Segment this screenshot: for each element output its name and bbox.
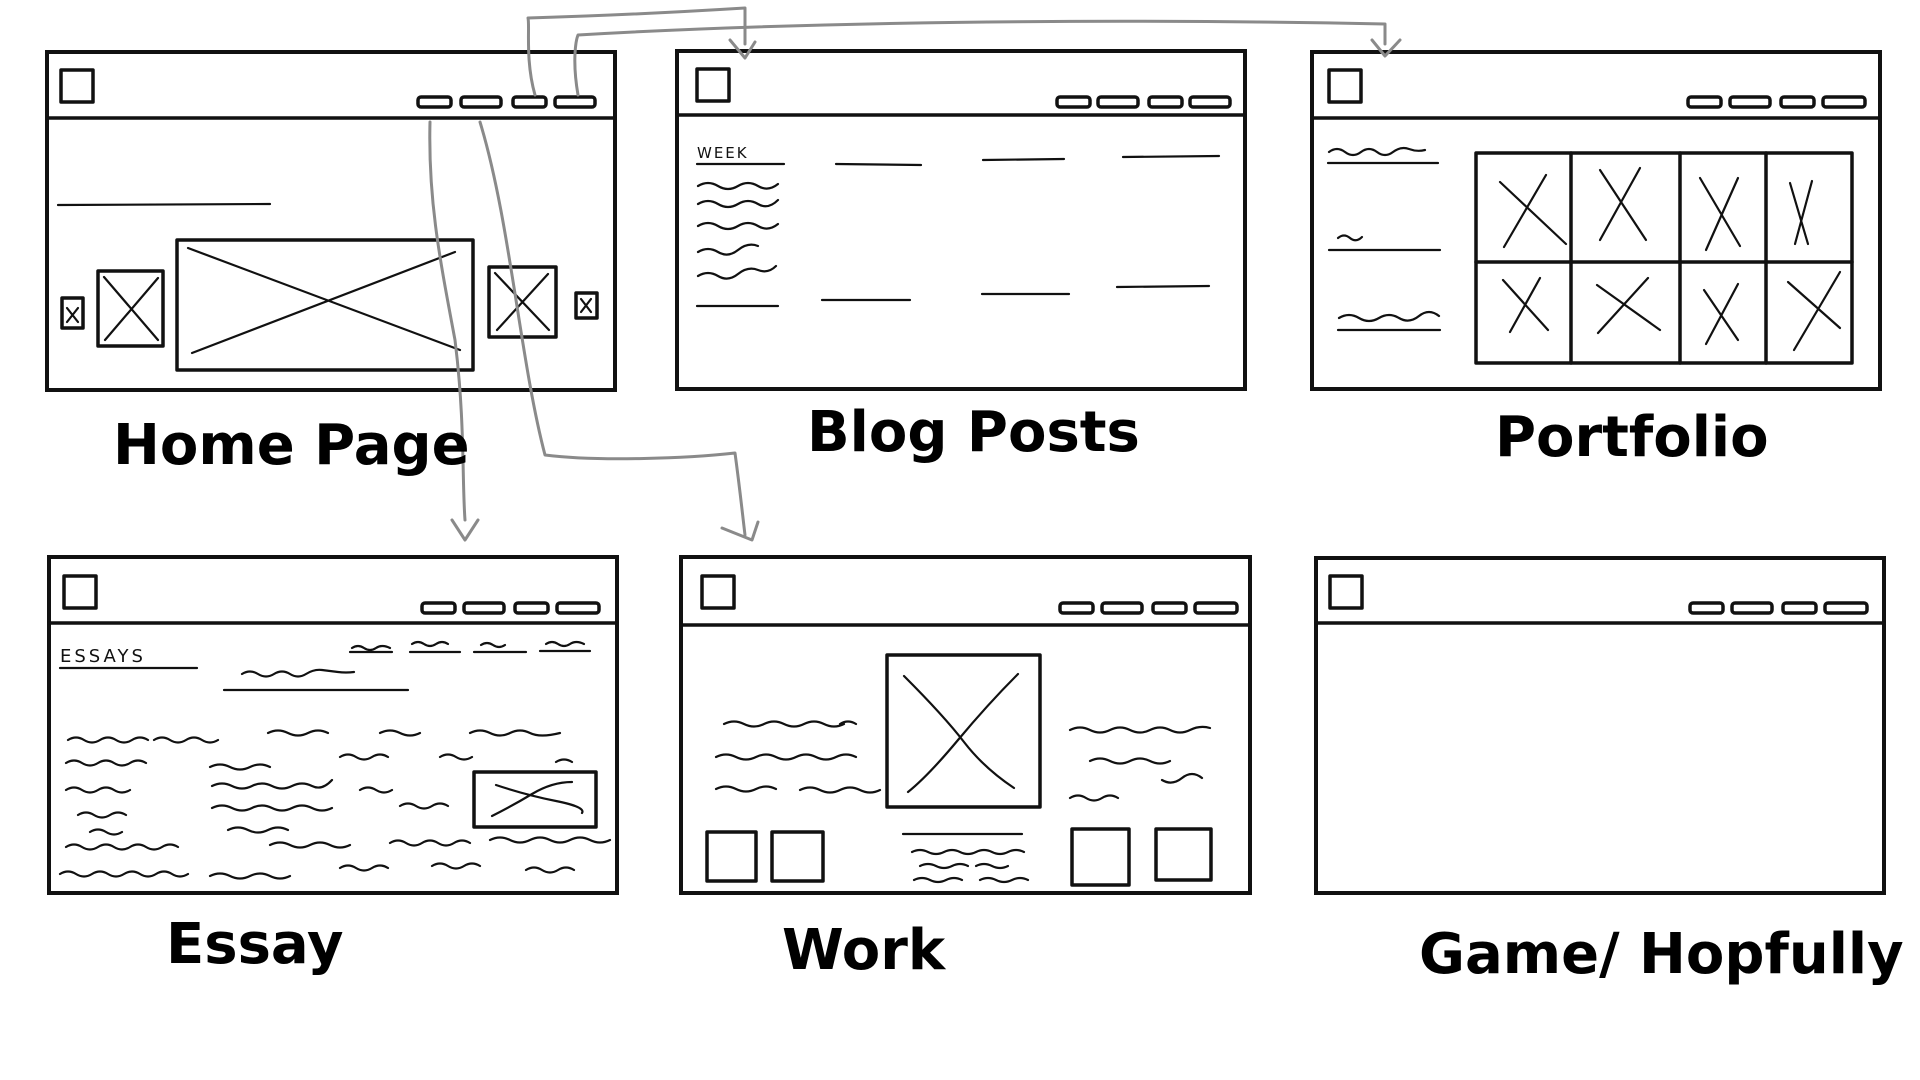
work-nav-buttons: [1058, 601, 1239, 615]
portfolio-nav-buttons: [1686, 95, 1867, 109]
essay-wireframe: ESSAYS: [47, 555, 619, 895]
game-nav-buttons: [1688, 601, 1869, 615]
blog-week-label: WEEK: [697, 144, 749, 162]
caption-blog-posts: Blog Posts: [807, 400, 1140, 465]
home-nav-buttons: [416, 95, 597, 109]
caption-work: Work: [782, 918, 946, 983]
arrow-home-to-blog: [526, 6, 747, 97]
portfolio-wireframe: [1310, 50, 1882, 391]
portfolio-gallery-grid: [1474, 151, 1854, 365]
caption-essay: Essay: [166, 912, 344, 977]
navigation-arrows: [428, 6, 1402, 542]
arrow-home-to-portfolio: [573, 19, 1387, 97]
essay-nav-buttons: [420, 601, 601, 615]
essay-text-lines: [58, 729, 612, 880]
essays-heading-label: ESSAYS: [60, 646, 146, 667]
blog-nav-buttons: [1055, 95, 1232, 109]
game-wireframe: [1314, 556, 1886, 895]
arrow-home-to-essay: [428, 120, 467, 522]
caption-portfolio: Portfolio: [1495, 405, 1769, 470]
caption-game: Game/ Hopfully: [1419, 922, 1904, 987]
home-page-wireframe: [45, 50, 617, 392]
arrow-home-to-work: [478, 120, 747, 537]
work-wireframe: [679, 555, 1252, 895]
caption-home-page: Home Page: [113, 413, 470, 478]
blog-posts-wireframe: WEEK: [675, 49, 1247, 391]
